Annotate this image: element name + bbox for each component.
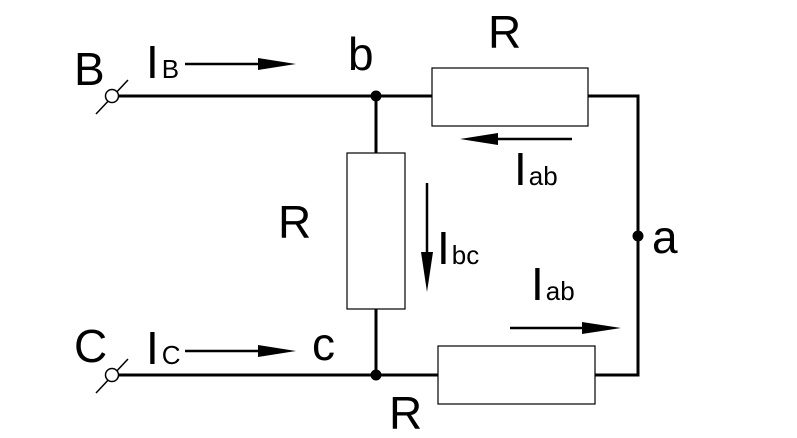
arrow-ibc — [421, 183, 433, 292]
arrow-ib — [185, 58, 296, 70]
terminal-b-symbol — [95, 79, 129, 115]
resistor-bc-label: R — [278, 196, 311, 248]
node-c-dot — [370, 369, 382, 381]
terminal-b-label: B — [74, 43, 105, 95]
node-a-dot — [632, 230, 644, 242]
terminal-c-symbol — [95, 358, 129, 394]
current-iab-bottom-label: Iab — [531, 258, 575, 310]
resistor-ab-label: R — [488, 6, 521, 58]
resistor-ca-bottom — [437, 345, 596, 405]
node-b-label: b — [348, 28, 374, 80]
resistor-ab-top — [431, 67, 589, 127]
current-ibc-label: Ibc — [437, 222, 479, 274]
arrow-iab-bottom — [510, 322, 621, 334]
arrow-iab-top — [460, 133, 572, 145]
resistor-ca-label: R — [389, 387, 422, 438]
resistor-bc — [346, 152, 406, 310]
node-c-label: c — [312, 318, 335, 370]
node-a-label: a — [652, 211, 678, 263]
current-iab-top-label: Iab — [514, 143, 558, 195]
terminal-c-label: C — [74, 320, 107, 372]
node-b-dot — [370, 90, 382, 102]
arrow-ic — [185, 345, 296, 357]
